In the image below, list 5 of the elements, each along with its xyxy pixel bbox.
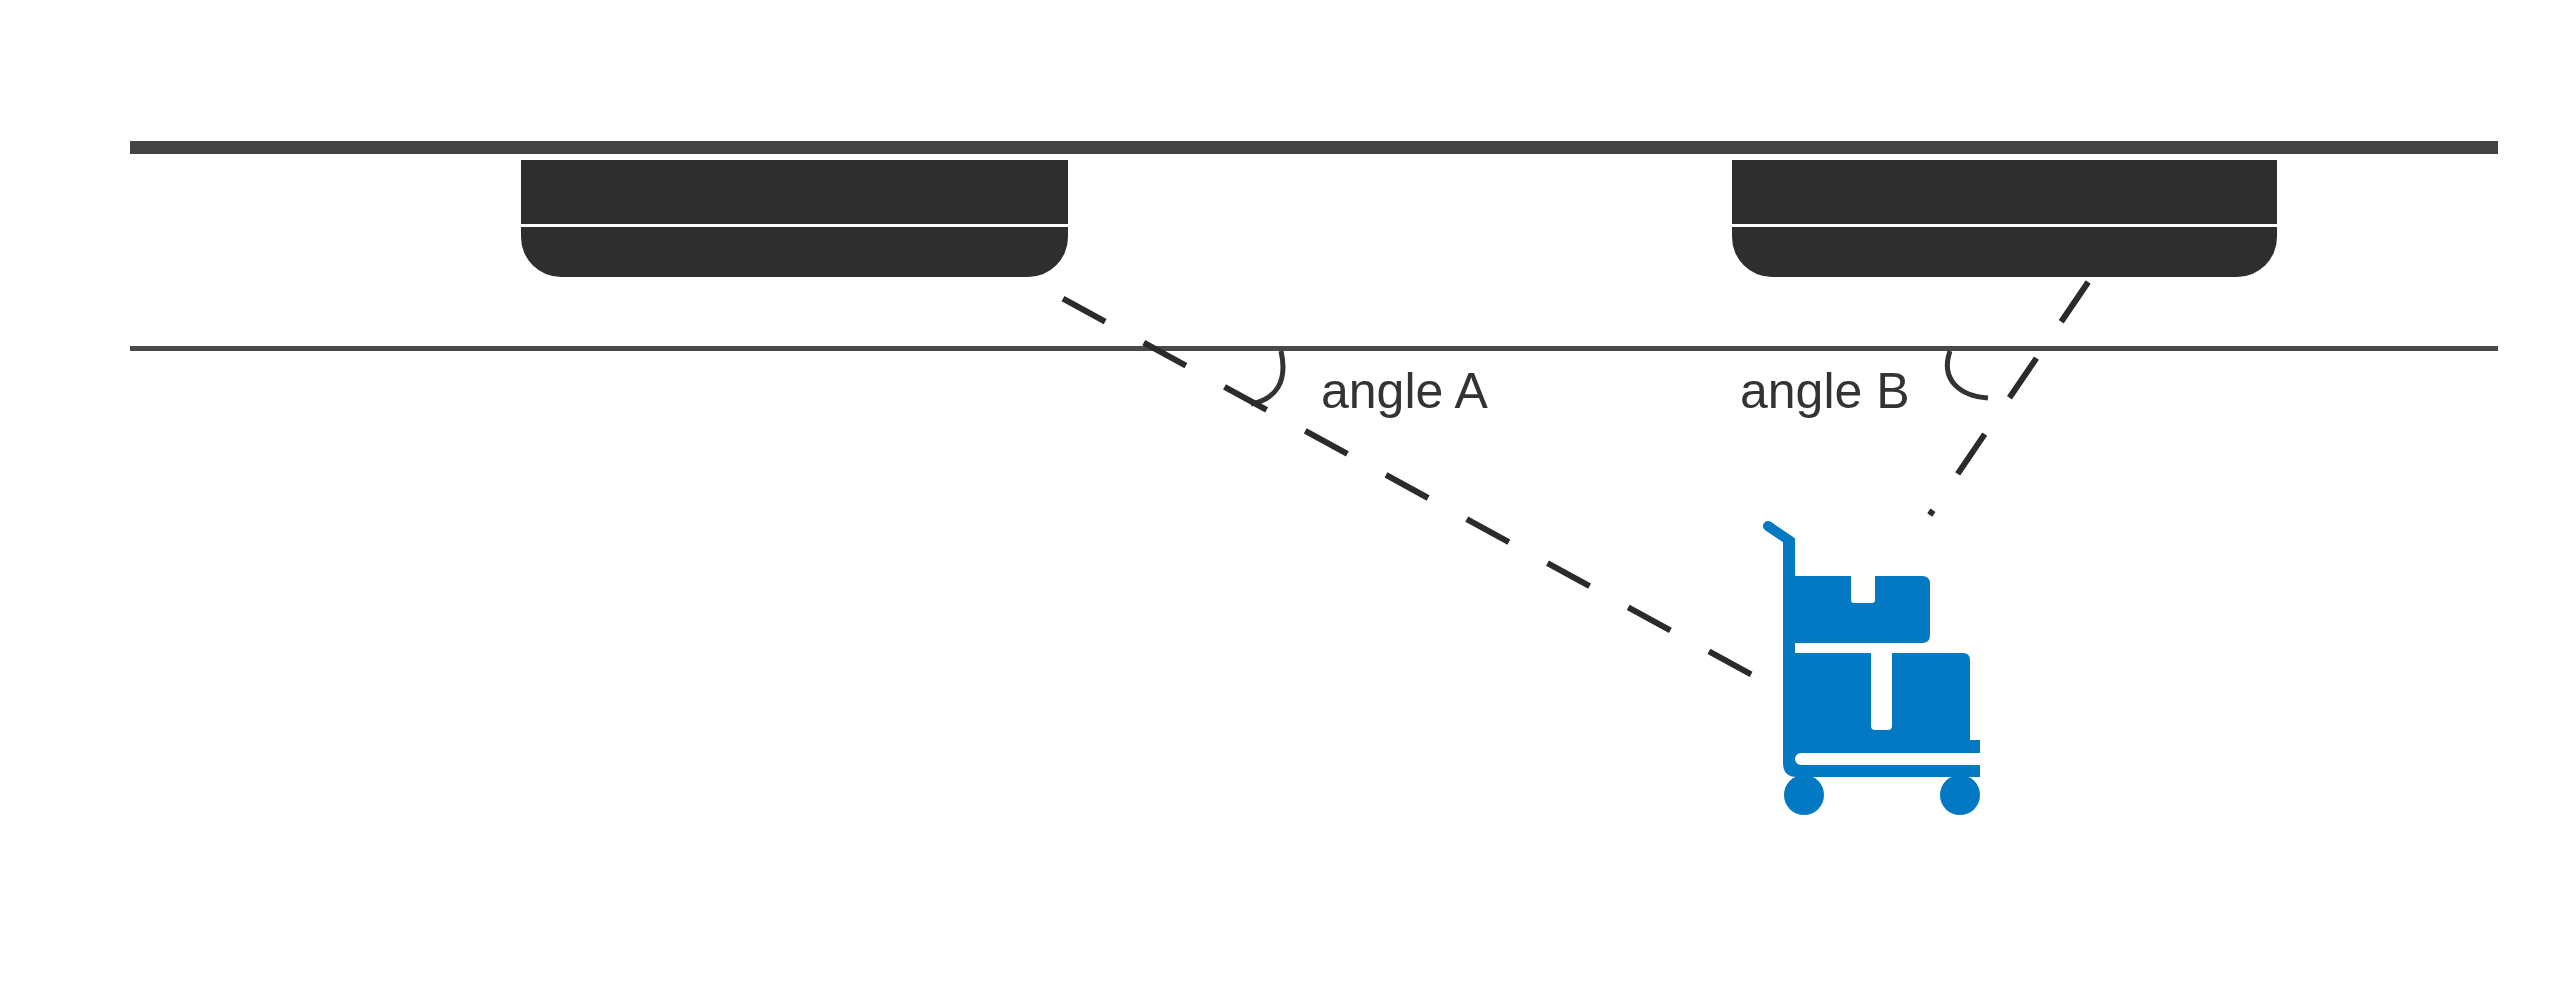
ceiling-device — [521, 160, 1068, 277]
ceiling-device — [1732, 160, 2277, 277]
angle-label: angle B — [1740, 366, 1910, 416]
angle-label: angle A — [1321, 366, 1488, 416]
hand-truck-icon — [1763, 520, 1980, 815]
